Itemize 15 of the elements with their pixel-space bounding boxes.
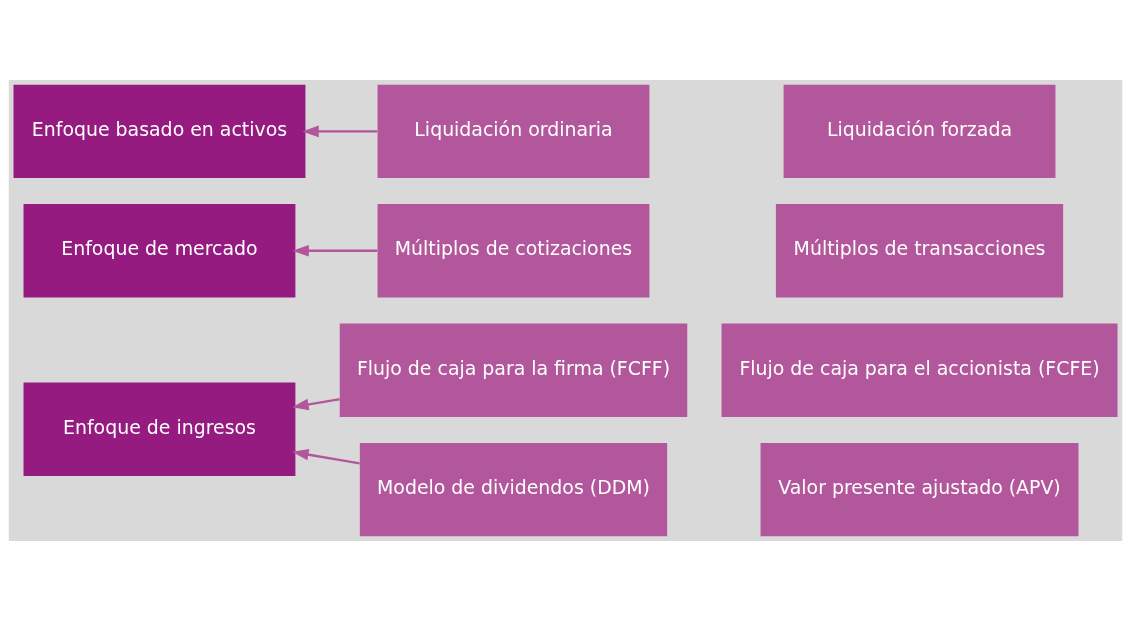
node-box: Flujo de caja para el accionista (FCFE) xyxy=(721,323,1118,417)
node-box: Múltiplos de transacciones xyxy=(775,204,1064,298)
node-box: Enfoque de ingresos xyxy=(23,382,296,476)
node-box: Modelo de dividendos (DDM) xyxy=(359,442,668,537)
node-box: Valor presente ajustado (APV) xyxy=(760,442,1079,537)
node-box: Liquidación forzada xyxy=(783,84,1056,179)
arrow xyxy=(292,448,360,465)
arrow xyxy=(292,398,340,411)
node-box: Múltiplos de cotizaciones xyxy=(377,204,650,298)
arrow xyxy=(292,245,378,257)
node-box: Liquidación ordinaria xyxy=(377,84,650,179)
node-box: Enfoque de mercado xyxy=(23,204,296,298)
node-box: Enfoque basado en activos xyxy=(13,84,306,179)
arrow xyxy=(302,125,378,138)
node-box: Flujo de caja para la firma (FCFF) xyxy=(339,323,688,417)
